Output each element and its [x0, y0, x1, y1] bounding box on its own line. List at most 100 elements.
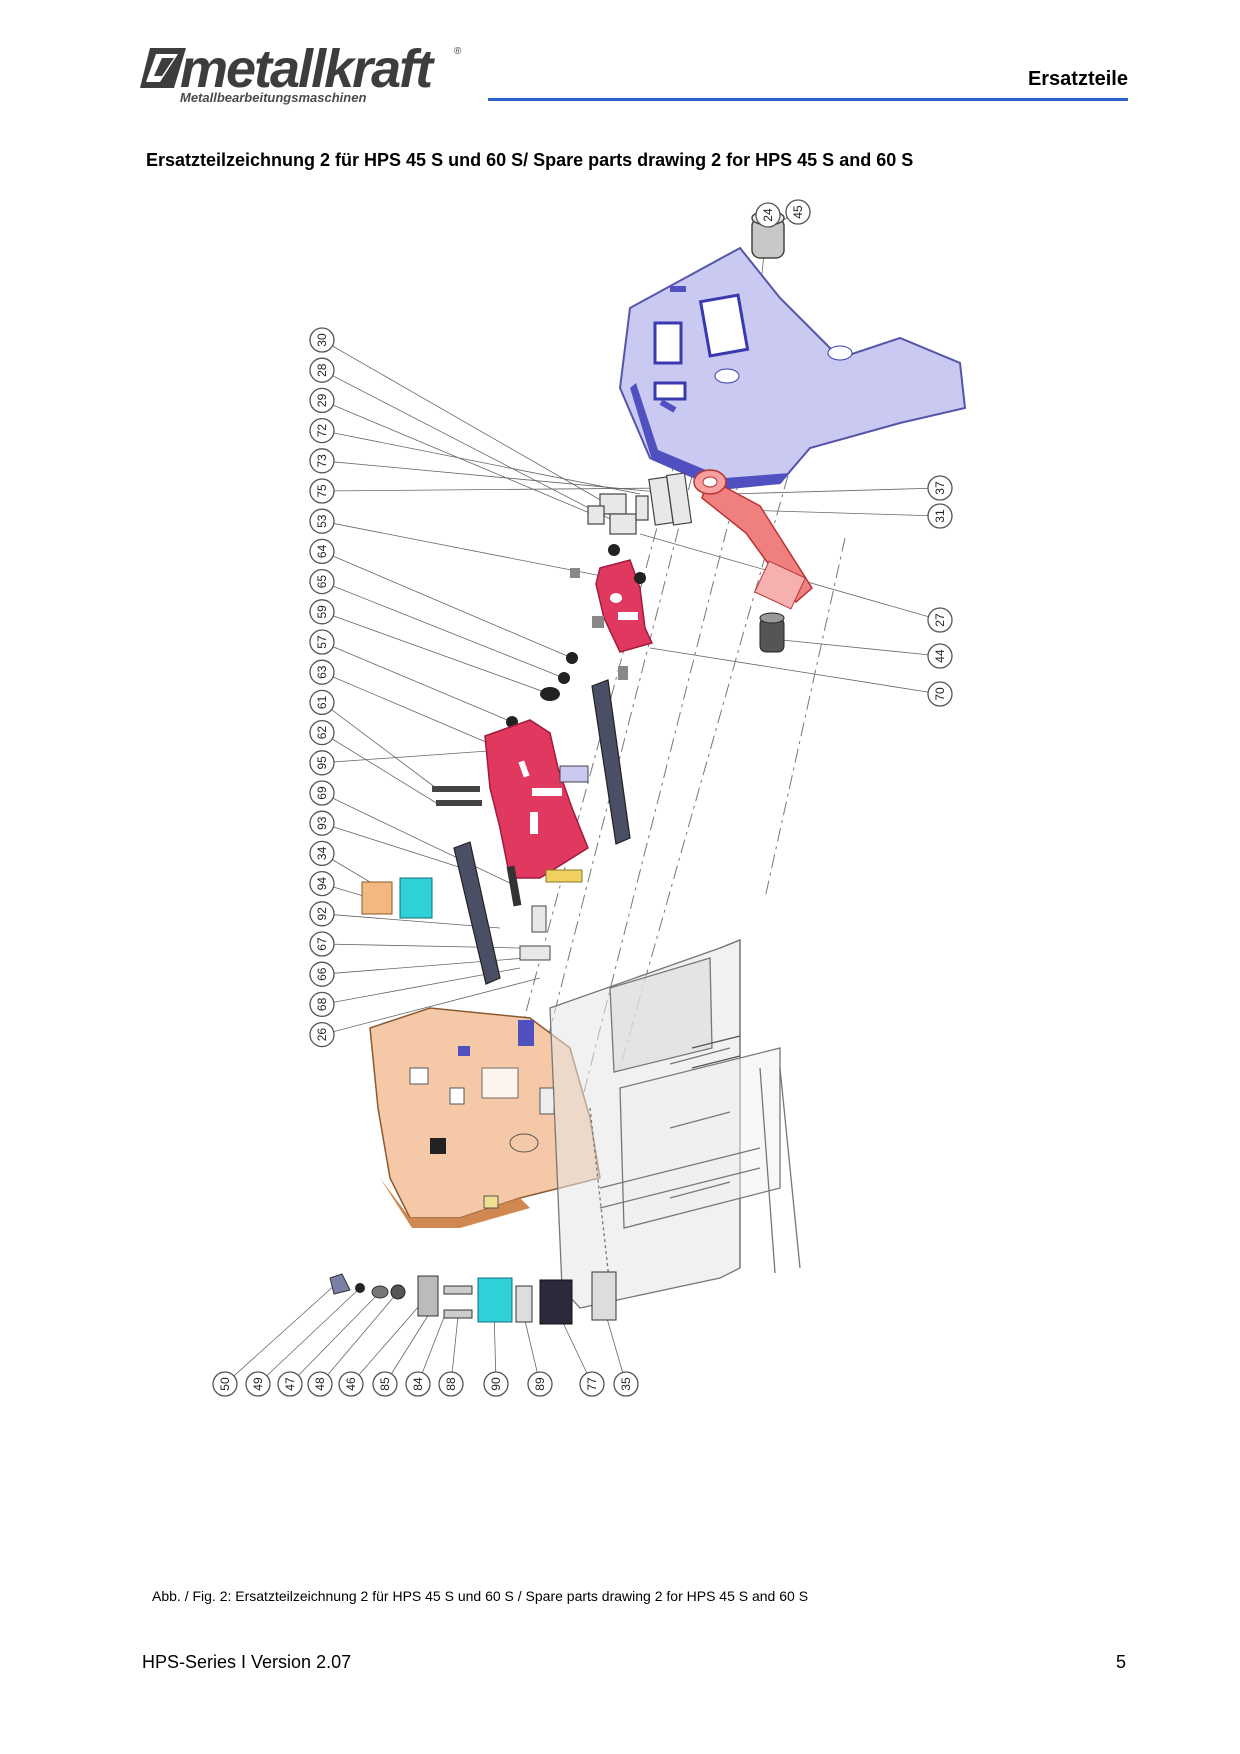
callout-89: 89 [527, 1371, 553, 1397]
leader-57 [321, 641, 513, 723]
knobs [506, 544, 646, 728]
svg-text:88: 88 [444, 1377, 458, 1391]
header-divider [488, 98, 1128, 101]
small-blocks [587, 472, 693, 535]
leader-70 [649, 647, 941, 695]
callout-72: 72 [309, 417, 335, 444]
leader-53 [321, 520, 603, 577]
page-number: 5 [1115, 1652, 1126, 1672]
callout-90: 90 [483, 1371, 509, 1397]
dark-plate-left [453, 841, 501, 985]
logo-registered-mark: ® [454, 46, 462, 57]
figure-caption: Abb. / Fig. 2: Ersatzteilzeichnung 2 für… [152, 1588, 809, 1604]
svg-text:28: 28 [315, 363, 329, 377]
cyan-orange-blocks [361, 877, 433, 919]
svg-text:64: 64 [315, 544, 329, 558]
callout-67: 67 [309, 931, 335, 957]
svg-text:93: 93 [315, 816, 329, 830]
callout-37: 37 [927, 475, 953, 501]
callout-31: 31 [927, 503, 953, 529]
svg-text:62: 62 [315, 726, 329, 740]
svg-text:94: 94 [315, 877, 329, 891]
leader-59 [321, 611, 551, 695]
logo-wordmark: metallkraft [180, 39, 433, 99]
svg-text:89: 89 [533, 1377, 547, 1391]
svg-text:75: 75 [315, 484, 329, 498]
svg-text:63: 63 [315, 665, 329, 679]
dark-plate-right [591, 679, 631, 845]
svg-text:95: 95 [315, 756, 329, 770]
red-plate-lower [484, 719, 589, 879]
brand-logo: metallkraft ® Metallbearbeitungsmaschine… [140, 39, 470, 108]
svg-text:50: 50 [218, 1377, 232, 1391]
svg-text:67: 67 [315, 937, 329, 951]
drawing-title: Ersatzteilzeichnung 2 für HPS 45 S und 6… [146, 150, 914, 170]
callout-34: 34 [309, 840, 335, 867]
callout-62: 62 [309, 719, 335, 746]
callout-44: 44 [927, 643, 953, 669]
leader-69 [321, 792, 517, 887]
part-44-cylinder [759, 612, 785, 653]
leader-73 [321, 460, 659, 493]
leader-64 [321, 551, 573, 659]
callout-73: 73 [309, 448, 335, 474]
callout-88: 88 [438, 1371, 464, 1397]
svg-text:48: 48 [313, 1377, 327, 1391]
callout-45: 45 [785, 199, 811, 225]
callout-57: 57 [309, 629, 335, 655]
svg-text:45: 45 [791, 205, 805, 219]
callout-68: 68 [309, 991, 335, 1018]
leader-92 [321, 913, 501, 929]
svg-text:77: 77 [585, 1377, 599, 1391]
logo-mark-icon [140, 48, 186, 88]
svg-text:92: 92 [315, 907, 329, 921]
callout-64: 64 [309, 538, 335, 565]
callout-92: 92 [309, 901, 335, 927]
leader-26 [321, 977, 541, 1035]
machine-housing [549, 939, 801, 1309]
svg-text:31: 31 [933, 509, 947, 523]
leader-93 [321, 822, 463, 869]
svg-text:68: 68 [315, 997, 329, 1011]
callout-30: 30 [309, 327, 335, 353]
callout-95: 95 [309, 750, 335, 776]
svg-text:69: 69 [315, 786, 329, 800]
callout-47: 47 [277, 1371, 303, 1397]
callout-46: 46 [338, 1371, 364, 1397]
assembly-axes [499, 397, 846, 1109]
leader-37 [729, 487, 941, 495]
exploded-parts-drawing: 2445302829727375536465595763616295699334… [212, 199, 967, 1397]
svg-text:90: 90 [489, 1377, 503, 1391]
leader-61 [321, 702, 437, 789]
callout-66: 66 [309, 961, 335, 987]
svg-text:44: 44 [933, 649, 947, 663]
leader-31 [739, 509, 941, 517]
leader-30 [321, 339, 605, 503]
leader-48 [319, 1291, 399, 1385]
callout-59: 59 [309, 599, 335, 625]
leader-65 [321, 581, 565, 679]
callout-61: 61 [309, 689, 335, 716]
leader-50 [224, 1283, 337, 1385]
leader-47 [289, 1291, 381, 1385]
svg-text:70: 70 [933, 687, 947, 701]
callout-63: 63 [309, 659, 335, 685]
svg-text:47: 47 [283, 1377, 297, 1391]
callout-85: 85 [372, 1371, 398, 1397]
svg-text:37: 37 [933, 481, 947, 495]
svg-text:29: 29 [315, 393, 329, 407]
svg-text:30: 30 [315, 333, 329, 347]
callout-77: 77 [579, 1371, 605, 1397]
leader-75 [321, 487, 675, 492]
svg-text:85: 85 [378, 1377, 392, 1391]
svg-text:65: 65 [315, 575, 329, 589]
svg-text:26: 26 [315, 1028, 329, 1042]
logo-subtitle: Metallbearbeitungsmaschinen [180, 90, 367, 105]
leader-46 [350, 1297, 427, 1385]
leader-44 [781, 639, 941, 657]
svg-text:59: 59 [315, 605, 329, 619]
leader-72 [321, 430, 641, 495]
svg-text:57: 57 [315, 635, 329, 649]
svg-text:73: 73 [315, 454, 329, 468]
callout-94: 94 [309, 870, 335, 897]
